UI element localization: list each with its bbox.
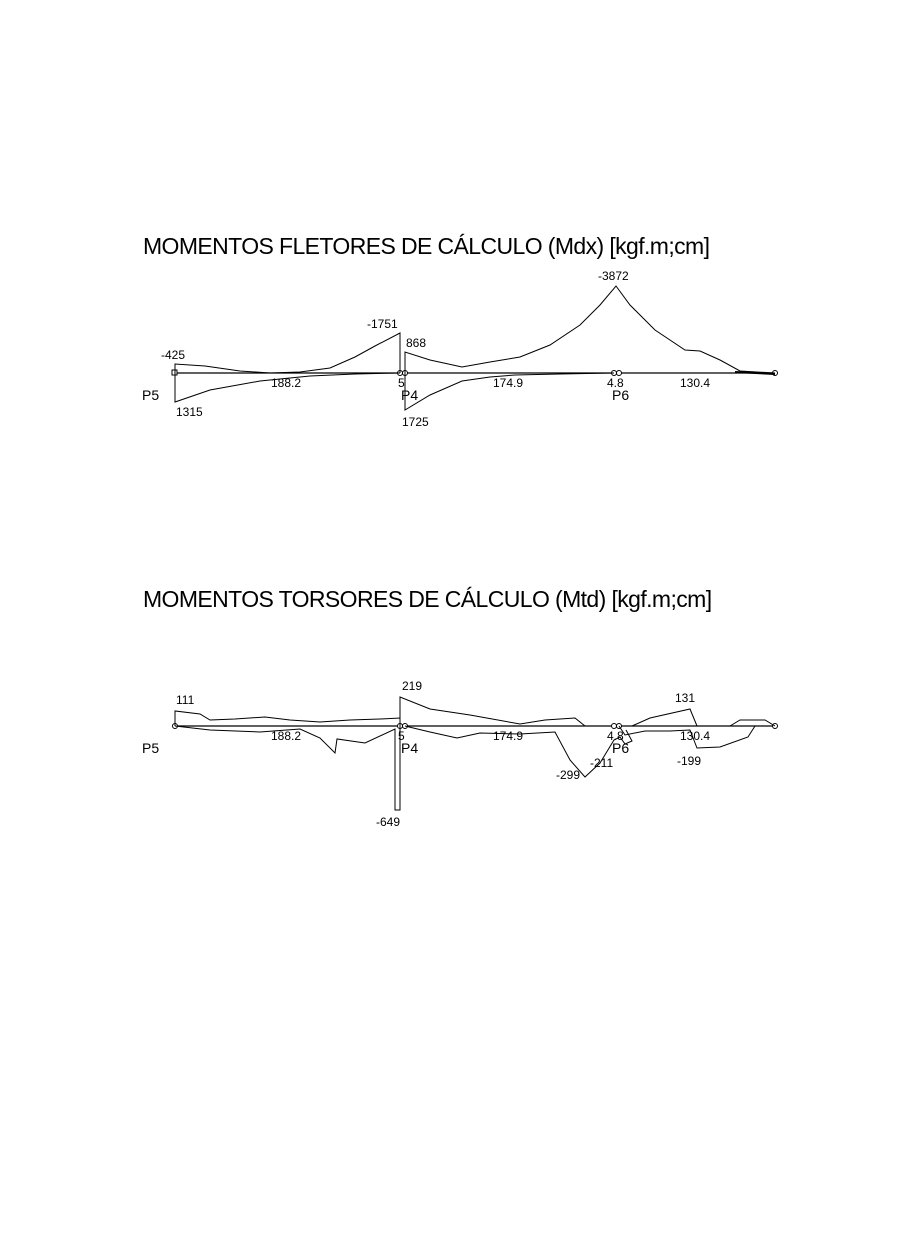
span-label: 4.8	[607, 376, 624, 390]
torsion-curve-lower	[618, 725, 756, 749]
torsion-moment-diagram: MOMENTOS TORSORES DE CÁLCULO (Mtd) [kgf.…	[142, 586, 778, 829]
support-label: P5	[142, 740, 159, 756]
span-label: 5	[398, 376, 405, 390]
span-label: 4.8	[607, 729, 624, 743]
torsion-curve-upper	[399, 696, 586, 727]
moment-curve-positive	[174, 372, 401, 403]
bending-moment-diagram: MOMENTOS FLETORES DE CÁLCULO (Mdx) [kgf.…	[0, 0, 900, 460]
node-marker	[616, 370, 622, 376]
support-label: P6	[612, 387, 629, 403]
support-label: P5	[142, 387, 159, 403]
torsion-curve-lower	[174, 725, 401, 811]
torsion-curve-upper	[729, 719, 776, 727]
value-label: 868	[406, 336, 426, 350]
moment-curve-segment	[734, 371, 776, 375]
span-label: 174.9	[493, 376, 523, 390]
value-label: -299	[556, 768, 580, 782]
span-label: 130.4	[680, 729, 710, 743]
value-label: -3872	[598, 269, 629, 283]
span-label: 174.9	[493, 729, 523, 743]
value-label: 111	[176, 693, 195, 707]
support-label: P4	[401, 740, 418, 756]
torsion-moment-plot: P5 P4 P6 188.2 5 174.9 4.8 130.4 111 219…	[142, 679, 778, 829]
value-label: -199	[677, 754, 701, 768]
bending-moment-title: MOMENTOS FLETORES DE CÁLCULO (Mdx) [kgf.…	[143, 233, 710, 259]
node-marker	[611, 723, 617, 729]
torsion-curve-lower	[404, 725, 633, 778]
value-label: 219	[402, 679, 422, 693]
moment-curve-positive	[404, 372, 615, 411]
span-label: 188.2	[271, 376, 301, 390]
torsion-moment-title: MOMENTOS TORSORES DE CÁLCULO (Mtd) [kgf.…	[143, 586, 712, 612]
value-label: -211	[590, 756, 613, 770]
value-label: -1751	[367, 317, 398, 331]
support-label: P4	[401, 387, 418, 403]
span-label: 5	[398, 729, 405, 743]
moment-curve-negative	[404, 285, 776, 374]
value-label: -649	[376, 815, 400, 829]
bending-moment-plot: P5 P4 P6 188.2 5 174.9 4.8 130.4 -425 13…	[142, 269, 778, 429]
value-label: 1315	[176, 405, 203, 419]
value-label: 131	[675, 691, 695, 705]
torsion-curve-upper	[174, 710, 401, 726]
value-label: 1725	[402, 415, 429, 429]
value-label: -425	[161, 348, 185, 362]
span-label: 188.2	[271, 729, 301, 743]
span-label: 130.4	[680, 376, 710, 390]
support-label: P6	[612, 740, 629, 756]
moment-curve-negative	[174, 332, 401, 374]
torsion-curve-upper	[631, 708, 698, 727]
